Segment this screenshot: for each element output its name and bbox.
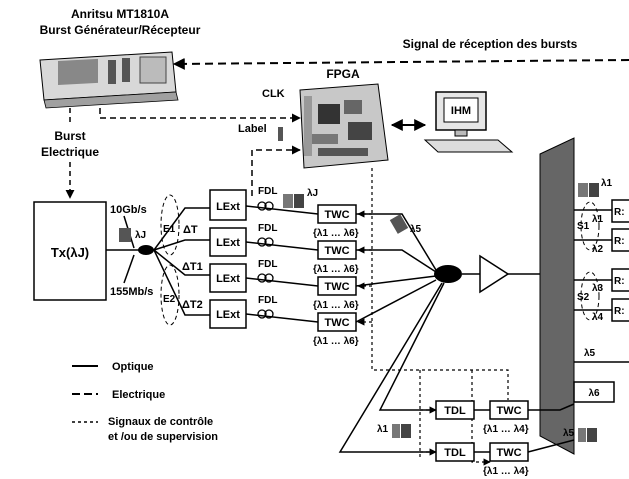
tdl-box-2 <box>435 442 475 462</box>
lext-box-2 <box>209 227 247 257</box>
twc-label-3: TWC <box>324 281 349 293</box>
tdl-label-1: TDL <box>444 405 466 417</box>
e1-label: E1 <box>163 224 176 235</box>
tx-label: Tx(λJ) <box>51 245 89 260</box>
twc-label-5: TWC <box>496 405 521 417</box>
delta-t1-label: ΔT1 <box>182 261 203 273</box>
lambda1-top: λ1 <box>601 178 613 189</box>
twc-box-6 <box>489 442 529 462</box>
twc-range-6: {λ1 … λ4} <box>483 466 529 477</box>
reception-signal-label: Signal de réception des bursts <box>403 37 578 51</box>
rate-low: 155Mb/s <box>110 286 153 298</box>
twc-range-4: {λ1 … λ6} <box>313 336 359 347</box>
twc-range-2: {λ1 … λ6} <box>313 264 359 275</box>
rx-box-4 <box>611 298 629 322</box>
lext-box-4 <box>209 299 247 329</box>
lext-label-3: LExt <box>216 273 240 285</box>
lambda-j-fdl: λJ <box>307 188 318 199</box>
tx-burst-marker <box>119 228 131 242</box>
ihm-computer: IHM <box>423 91 514 153</box>
s2-label: S2 <box>577 292 590 303</box>
device-name: Anritsu MT1810A <box>71 7 169 21</box>
rx-box-2 <box>611 228 629 252</box>
delta-t2-label: ΔT2 <box>182 299 203 311</box>
loop-lines <box>338 282 575 453</box>
twc-label-6: TWC <box>496 447 521 459</box>
rate-high: 10Gb/s <box>110 204 147 216</box>
legend-control-1: Signaux de contrôle <box>108 416 213 428</box>
lext-label-4: LExt <box>216 309 240 321</box>
delta-t-label: ΔT <box>183 224 198 236</box>
tdl-box-1 <box>435 400 475 420</box>
lambda1-side: λ1 <box>592 214 604 225</box>
twc-range-3: {λ1 … λ6} <box>313 300 359 311</box>
reception-signal-line <box>172 57 629 70</box>
label-marker <box>278 127 283 141</box>
lext-column: LExt LExt LExt LExt <box>209 189 247 329</box>
lext-label-2: LExt <box>216 237 240 249</box>
label-line <box>251 145 301 196</box>
fpga-label: FPGA <box>326 67 360 81</box>
twc-label-2: TWC <box>324 245 349 257</box>
fdl-label-3: FDL <box>258 259 277 270</box>
tx-box <box>33 201 107 301</box>
legend-control-2: et /ou de supervision <box>108 431 218 443</box>
splitter-1 <box>138 245 154 255</box>
lambda6-label: λ6 <box>588 388 600 399</box>
lext-box-1 <box>209 189 247 221</box>
fpga-board <box>299 83 389 169</box>
lambda5-lower: λ5 <box>563 428 575 439</box>
receivers: λ1 λ1 λ2 λ3 λ4 S1 S2 R: R: R: R: <box>574 178 629 323</box>
fdl-label-4: FDL <box>258 295 277 306</box>
legend: Optique Electrique Signaux de contrôle e… <box>72 361 218 443</box>
lambda1-lower: λ1 <box>377 424 389 435</box>
rx-label-2: R: <box>614 236 625 247</box>
twc-label-1: TWC <box>324 209 349 221</box>
clk-label: CLK <box>262 88 285 100</box>
e2-label: E2 <box>163 294 176 305</box>
lext-label-1: LExt <box>216 201 240 213</box>
twc-box-5 <box>489 400 529 420</box>
anritsu-instrument <box>39 51 179 109</box>
lambda-j-tx: λJ <box>135 230 146 241</box>
s1-label: S1 <box>577 221 590 232</box>
lambda4-side: λ4 <box>592 312 604 323</box>
legend-electrique: Electrique <box>112 389 165 401</box>
rx-box-1 <box>611 199 629 223</box>
lambda2-side: λ2 <box>592 244 604 255</box>
clk-line <box>99 108 301 123</box>
ihm-label: IHM <box>451 105 471 117</box>
tdl-label-2: TDL <box>444 447 466 459</box>
fanout-lines <box>153 207 210 316</box>
lambda3-side: λ3 <box>592 283 604 294</box>
amplifier <box>479 254 510 294</box>
control-lines <box>357 168 509 466</box>
legend-optique: Optique <box>112 361 154 373</box>
burst-electrique-label: Electrique <box>41 145 99 159</box>
twc-range-1: {λ1 … λ6} <box>313 228 359 239</box>
lambda5-burst <box>389 214 409 234</box>
lambda5-top: λ5 <box>410 224 422 235</box>
rx-label-4: R: <box>614 306 625 317</box>
rx-label-1: R: <box>614 207 625 218</box>
rx-box-3 <box>611 268 629 292</box>
combiner <box>434 265 462 283</box>
lower-blocks: TDL TDL TWC TWC {λ1 … λ4} {λ1 … λ4} <box>435 400 529 477</box>
lambda6-box <box>573 381 615 403</box>
demux <box>539 137 575 455</box>
twc-label-4: TWC <box>324 317 349 329</box>
twc-range-5: {λ1 … λ4} <box>483 424 529 435</box>
lambda5-out: λ5 <box>584 348 596 359</box>
device-role: Burst Générateur/Récepteur <box>40 23 201 37</box>
rx-label-3: R: <box>614 276 625 287</box>
fdl-label-1: FDL <box>258 186 277 197</box>
label-text: Label <box>238 123 267 135</box>
fdl-label-2: FDL <box>258 223 277 234</box>
fdl-column: FDL FDL FDL FDL λJ <box>257 186 318 319</box>
twc-column: TWC TWC TWC TWC {λ1 … λ6} {λ1 … λ6} {λ1 … <box>313 204 359 347</box>
burst-label: Burst <box>54 129 85 143</box>
